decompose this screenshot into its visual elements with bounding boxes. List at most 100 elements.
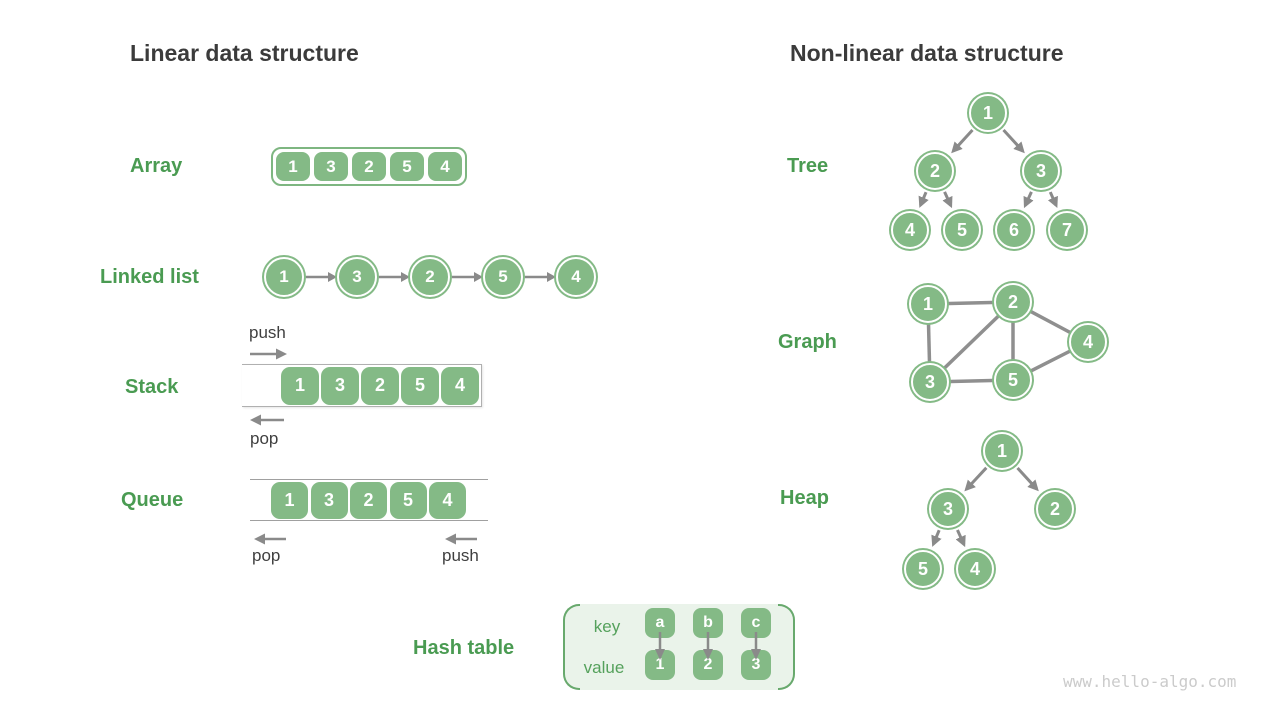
arrow-right-icon <box>306 272 337 282</box>
heap-edge <box>964 466 988 492</box>
hash-key-row-label: key <box>593 617 621 636</box>
heap-node: 1 <box>981 430 1023 472</box>
queue-cell: 2 <box>350 481 387 519</box>
heap-node: 5 <box>902 548 944 590</box>
array-cell: 5 <box>390 152 424 181</box>
arrow-down-icon <box>703 632 713 660</box>
heap-edge <box>1016 466 1039 492</box>
svg-text:6: 6 <box>1009 220 1019 240</box>
arrow-down-icon <box>751 632 761 660</box>
svg-text:5: 5 <box>1008 370 1018 390</box>
tree-node: 5 <box>941 209 983 251</box>
array-cell: 2 <box>352 152 386 181</box>
watermark: www.hello-algo.com <box>1063 672 1237 691</box>
linked-list-label: Linked list <box>100 266 199 288</box>
stack-cell: 5 <box>401 366 439 405</box>
arrow-right-icon <box>452 272 483 282</box>
svg-text:3: 3 <box>1036 161 1046 181</box>
tree-edge <box>1023 191 1034 209</box>
stack-cell: 3 <box>321 366 359 405</box>
tree-edge <box>951 128 974 154</box>
tree-node: 3 <box>1020 150 1062 192</box>
graph-node: 5 <box>992 359 1034 401</box>
svg-text:2: 2 <box>1008 292 1018 312</box>
heap-label: Heap <box>780 487 829 509</box>
tree-edge <box>1002 128 1025 154</box>
svg-text:1: 1 <box>923 294 933 314</box>
push-arrow-right-icon <box>250 348 287 360</box>
nonlinear-section-title: Non-linear data structure <box>790 40 1064 66</box>
heap-node: 3 <box>927 488 969 530</box>
linked-list-node: 4 <box>556 257 596 297</box>
tree-node: 4 <box>889 209 931 251</box>
hash-value-row-label: value <box>583 658 625 677</box>
graph-label: Graph <box>778 331 837 353</box>
hash-table-label: Hash table <box>413 637 515 659</box>
stack-cell: 4 <box>441 366 479 405</box>
svg-text:4: 4 <box>905 220 915 240</box>
svg-text:4: 4 <box>970 559 980 579</box>
array-cell: 4 <box>428 152 462 181</box>
stack-cell: 1 <box>281 366 319 405</box>
svg-text:2: 2 <box>1050 499 1060 519</box>
queue-cell: 3 <box>310 481 348 519</box>
queue-label: Queue <box>121 489 184 511</box>
linked-list-node: 3 <box>337 257 377 297</box>
arrow-right-icon <box>379 272 410 282</box>
array-label: Array <box>130 155 183 177</box>
graph-diagram: 1 2 3 5 4 <box>907 281 1109 403</box>
stack-label: Stack <box>125 376 179 398</box>
heap-edge <box>955 529 966 548</box>
heap-node: 2 <box>1034 488 1076 530</box>
svg-text:3: 3 <box>943 499 953 519</box>
queue-push-arrow-left-icon <box>445 533 477 545</box>
svg-text:2: 2 <box>930 161 940 181</box>
graph-node: 1 <box>907 283 949 325</box>
queue-pop-label: pop <box>252 546 281 565</box>
svg-text:3: 3 <box>925 372 935 392</box>
svg-text:5: 5 <box>957 220 967 240</box>
tree-edge <box>1047 191 1058 209</box>
svg-text:5: 5 <box>918 559 928 579</box>
heap-node: 4 <box>954 548 996 590</box>
svg-text:1: 1 <box>983 103 993 123</box>
tree-node: 6 <box>993 209 1035 251</box>
linked-list-node: 5 <box>483 257 523 297</box>
pop-arrow-left-icon <box>250 414 284 426</box>
queue-push-label: push <box>442 546 479 565</box>
heap-edge <box>931 529 942 547</box>
heap-diagram: 1 3 2 5 4 <box>902 430 1076 590</box>
stack-pop-label: pop <box>250 429 279 448</box>
tree-diagram: 1 2 3 4 5 6 7 <box>889 92 1088 251</box>
graph-node: 4 <box>1067 321 1109 363</box>
svg-text:4: 4 <box>1083 332 1093 352</box>
tree-node: 2 <box>914 150 956 192</box>
stack-cell: 2 <box>361 366 399 405</box>
arrow-right-icon <box>525 272 556 282</box>
arrow-down-icon <box>655 632 665 660</box>
graph-node: 3 <box>909 361 951 403</box>
hash-bracket-right-icon <box>778 604 795 690</box>
tree-label: Tree <box>787 155 829 177</box>
array-cell: 3 <box>314 152 348 181</box>
array-cell: 1 <box>276 152 310 181</box>
queue-cell: 4 <box>429 481 466 519</box>
queue-cell: 1 <box>271 481 308 519</box>
tree-node: 1 <box>967 92 1009 134</box>
linked-list-node: 2 <box>410 257 450 297</box>
tree-edge <box>918 191 929 208</box>
queue-pop-arrow-left-icon <box>254 533 286 545</box>
tree-node: 7 <box>1046 209 1088 251</box>
queue-cell: 5 <box>389 481 427 519</box>
graph-node: 2 <box>992 281 1034 323</box>
linked-list-node: 1 <box>264 257 304 297</box>
tree-edge <box>942 191 953 209</box>
linear-section-title: Linear data structure <box>130 40 359 66</box>
svg-text:1: 1 <box>997 441 1007 461</box>
